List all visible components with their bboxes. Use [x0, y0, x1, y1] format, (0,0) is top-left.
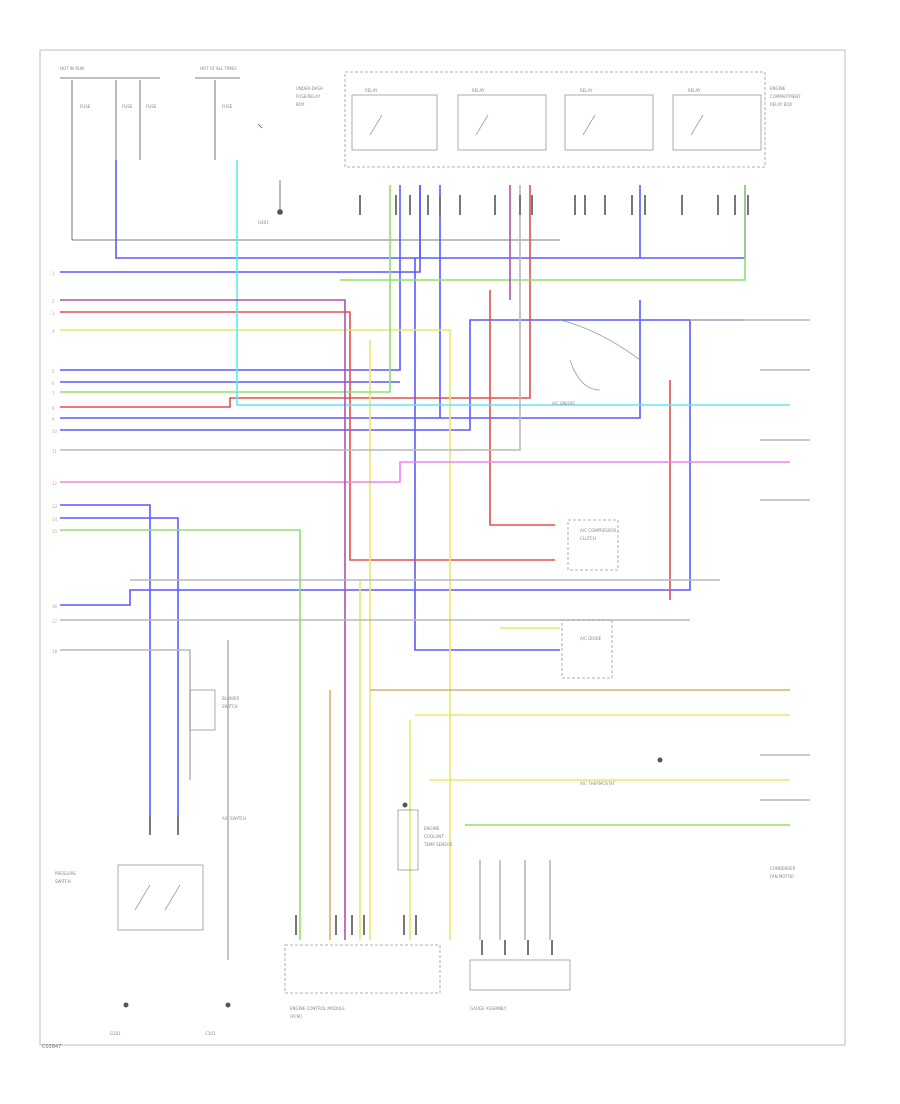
svg-text:RELAY BOX: RELAY BOX: [770, 102, 792, 107]
svg-text:CLUTCH: CLUTCH: [580, 536, 596, 541]
svg-text:FUSE: FUSE: [80, 104, 91, 109]
footer-code: C02847: [42, 1044, 61, 1050]
svg-text:COOLANT: COOLANT: [424, 834, 444, 839]
fuse-area: [60, 77, 560, 241]
svg-text:9: 9: [52, 417, 55, 422]
svg-text:6: 6: [52, 381, 55, 386]
lower-labels: PRESSURE SWITCH ENGINE CONTROL MODULE (P…: [55, 401, 796, 1036]
svg-text:RELAY: RELAY: [365, 88, 378, 93]
svg-text:CONDENSER: CONDENSER: [770, 866, 796, 871]
lower-components: [117, 319, 641, 994]
svg-text:PRESSURE: PRESSURE: [55, 871, 77, 876]
svg-text:8: 8: [52, 406, 55, 411]
connector-stubs: [149, 195, 749, 955]
svg-text:FUSE: FUSE: [222, 104, 233, 109]
svg-text:17: 17: [52, 619, 58, 624]
svg-text:COMPARTMENT: COMPARTMENT: [770, 94, 801, 99]
relay-labels: RELAY RELAY RELAY RELAY ENGINE COMPARTME…: [365, 86, 801, 107]
svg-text:A/C SWITCH: A/C SWITCH: [222, 816, 246, 821]
svg-text:FAN MOTOR: FAN MOTOR: [770, 874, 794, 879]
svg-text:RELAY: RELAY: [580, 88, 593, 93]
svg-text:HOT IN RUN: HOT IN RUN: [60, 66, 84, 71]
grounds: [123, 757, 663, 1008]
svg-text:G101: G101: [110, 1031, 121, 1036]
svg-text:15: 15: [52, 529, 58, 534]
svg-text:4: 4: [52, 329, 55, 334]
svg-text:FUSE: FUSE: [146, 104, 157, 109]
svg-text:FUSE/RELAY: FUSE/RELAY: [296, 94, 321, 99]
svg-text:ENGINE: ENGINE: [424, 826, 440, 831]
svg-text:ENGINE: ENGINE: [770, 86, 786, 91]
svg-text:12: 12: [52, 481, 58, 486]
svg-text:RELAY: RELAY: [688, 88, 701, 93]
svg-text:3: 3: [52, 311, 55, 316]
diagram-frame: [39, 49, 846, 1046]
svg-text:2: 2: [52, 299, 55, 304]
svg-text:7: 7: [52, 391, 55, 396]
svg-text:18: 18: [52, 649, 58, 654]
svg-text:RELAY: RELAY: [472, 88, 485, 93]
svg-text:A/C COMPRESSOR: A/C COMPRESSOR: [580, 528, 616, 533]
svg-text:SWITCH: SWITCH: [55, 879, 71, 884]
svg-text:1: 1: [52, 271, 55, 276]
svg-text:A/C DIODE: A/C DIODE: [580, 636, 602, 641]
svg-text:C101: C101: [205, 1031, 216, 1036]
svg-text:A/C THERMOSTAT: A/C THERMOSTAT: [580, 781, 616, 786]
svg-text:16: 16: [52, 604, 58, 609]
svg-text:A/C ON/OFF: A/C ON/OFF: [552, 401, 576, 406]
svg-text:ENGINE CONTROL MODULE: ENGINE CONTROL MODULE: [290, 1006, 345, 1011]
relay-box: [344, 71, 766, 168]
svg-text:5: 5: [52, 369, 55, 374]
svg-text:HOT AT ALL TIMES: HOT AT ALL TIMES: [200, 66, 237, 71]
svg-text:BLOWER: BLOWER: [222, 696, 239, 701]
svg-text:TEMP SENSOR: TEMP SENSOR: [423, 842, 453, 847]
svg-text:UNDER-DASH: UNDER-DASH: [296, 86, 323, 91]
harness-wires: [60, 160, 810, 960]
svg-text:FUSE: FUSE: [122, 104, 133, 109]
svg-text:(PCM): (PCM): [290, 1014, 302, 1019]
fuse-labels: HOT IN RUN HOT AT ALL TIMES FUSE FUSE FU…: [60, 66, 323, 225]
svg-text:GAUGE ASSEMBLY: GAUGE ASSEMBLY: [470, 1006, 507, 1011]
svg-text:G401: G401: [258, 220, 269, 225]
svg-text:10: 10: [52, 429, 58, 434]
svg-text:BOX: BOX: [296, 102, 305, 107]
wire-position-labels: 1 2 3 4 5 6 7 8 9 10 11 12 13 14 15 16 1…: [52, 271, 58, 654]
svg-text:SWITCH: SWITCH: [222, 704, 238, 709]
svg-text:13: 13: [52, 504, 58, 509]
svg-text:11: 11: [52, 449, 58, 454]
svg-text:14: 14: [52, 517, 58, 522]
